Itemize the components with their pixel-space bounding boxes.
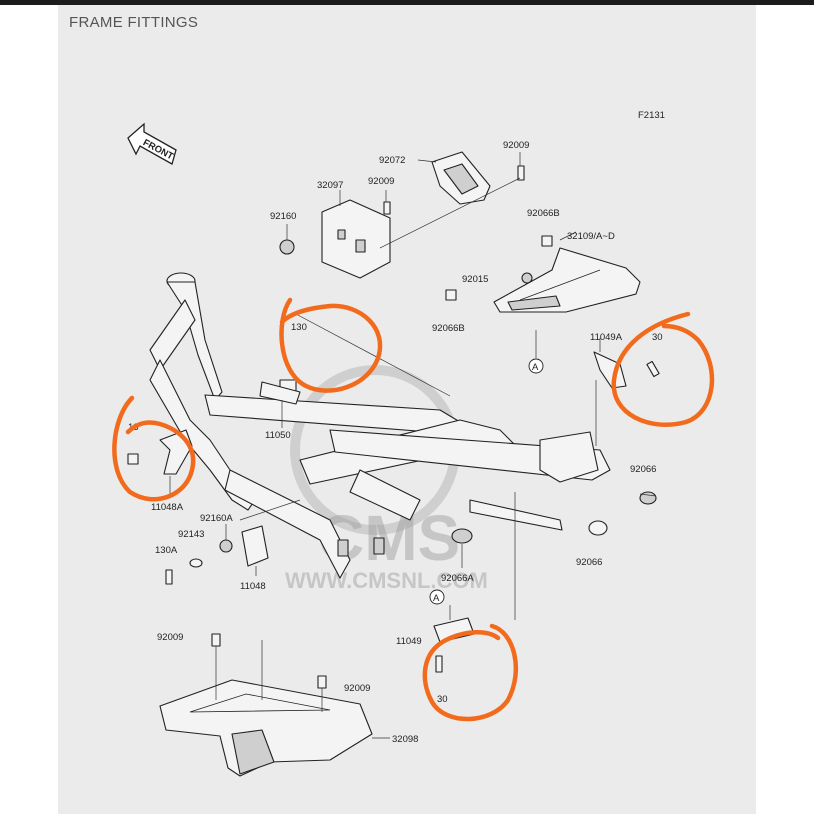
part-label: 30 xyxy=(437,694,448,705)
tray-32098 xyxy=(159,679,390,777)
guard-plate-92072 xyxy=(417,151,491,205)
nut-92160 xyxy=(279,224,295,255)
part-label: 92009 xyxy=(344,683,370,694)
part-label: 92066B xyxy=(432,323,465,334)
leader-lines xyxy=(239,177,597,700)
part-label: 11050 xyxy=(265,430,291,441)
end-cap-92066-upper xyxy=(639,491,657,505)
highlight-circle-30-right xyxy=(611,311,715,427)
bolt-92009-cover xyxy=(383,190,391,215)
part-label: 92015 xyxy=(462,274,488,285)
part-label: 11048 xyxy=(240,581,266,592)
part-label: 92009 xyxy=(503,140,529,151)
part-label: 92009 xyxy=(157,632,183,643)
highlight-circle-130 xyxy=(279,297,383,393)
part-label: 92072 xyxy=(379,155,405,166)
end-cap-92066-lower xyxy=(588,520,608,536)
main-frame xyxy=(149,272,611,579)
nut-92160A xyxy=(219,524,233,553)
part-label: 30 xyxy=(652,332,663,343)
bolt-92009-tray-right xyxy=(317,675,327,712)
part-label: 92066B xyxy=(527,208,560,219)
figure-code: F2131 xyxy=(638,110,665,121)
part-label: 32109/A~D xyxy=(567,231,615,242)
bolt-30-right xyxy=(646,360,660,378)
highlight-circle-30-lower xyxy=(422,623,519,722)
part-label: 32097 xyxy=(317,180,343,191)
bracket-32109 xyxy=(445,231,641,313)
top-bar xyxy=(0,0,814,5)
part-label: 92066A xyxy=(441,573,474,584)
bolt-92009-top xyxy=(517,152,525,181)
part-label: 11048A xyxy=(151,502,184,513)
watermark-url: WWW.CMSNL.COM xyxy=(285,568,488,593)
part-label: 130 xyxy=(291,322,307,333)
part-label: 11049A xyxy=(590,332,623,343)
reference-mark-a-upper: A xyxy=(528,330,544,374)
bolt-30-lower xyxy=(435,655,443,673)
bracket-11048 xyxy=(241,525,269,576)
bolt-130A xyxy=(165,569,173,585)
part-label: 92143 xyxy=(178,529,204,540)
part-label: 92066 xyxy=(576,557,602,568)
page-title: FRAME FITTINGS xyxy=(69,14,199,31)
part-label: 32098 xyxy=(392,734,418,745)
bracket-11049A xyxy=(593,338,627,389)
bolt-92009-tray-left xyxy=(211,633,221,700)
washer-92143 xyxy=(189,558,203,568)
cover-32097 xyxy=(321,190,391,279)
front-direction-arrow: FRONT xyxy=(127,122,177,165)
svg-text:A: A xyxy=(532,362,539,373)
part-number-labels: 92009 92072 32097 92009 92160 92066B 321… xyxy=(128,140,663,745)
part-label: 92009 xyxy=(368,176,394,187)
end-cap-92066A xyxy=(451,528,473,568)
svg-text:A: A xyxy=(433,593,440,604)
part-label: 92160A xyxy=(200,513,233,524)
bracket-11050 xyxy=(259,381,301,428)
part-label: 92066 xyxy=(630,464,656,475)
part-label: 11049 xyxy=(396,636,422,647)
reference-mark-a-lower: A xyxy=(429,589,445,605)
highlight-circle-13-left xyxy=(112,395,196,502)
bolt-13-left xyxy=(127,453,139,465)
part-label: 130A xyxy=(155,545,178,556)
part-label: 92160 xyxy=(270,211,296,222)
highlight-circles xyxy=(112,297,715,722)
